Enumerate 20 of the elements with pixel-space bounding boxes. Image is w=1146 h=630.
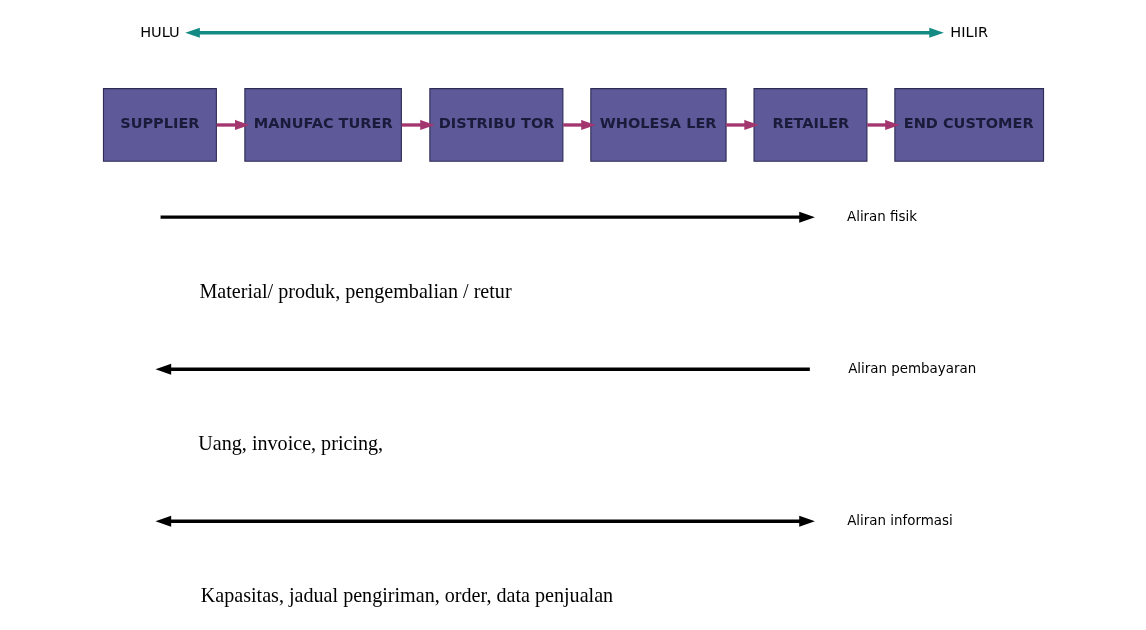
arrow [725, 119, 759, 131]
label: Aliran informasi [846, 512, 953, 528]
arrow [184, 27, 944, 38]
label: Kapasitas, jadual pengiriman, order, data penjualan [200, 584, 613, 607]
label: Aliran pembayaran [847, 360, 976, 376]
label: Uang, invoice, pricing, [197, 432, 383, 455]
node-text: HILIR [949, 23, 988, 40]
arrow [866, 119, 900, 131]
node-box: MANUFAC TURER [243, 88, 402, 162]
node-box: RETAILER [752, 88, 867, 162]
node-text: HULU [139, 23, 180, 40]
arrow [401, 119, 435, 131]
label: Material/ produk, pengembalian / retur [198, 280, 512, 303]
node-box: WHOLESA LER [589, 88, 727, 162]
node-box: END CUSTOMER [893, 88, 1044, 162]
node-box: DISTRIBU TOR [428, 88, 563, 162]
arrow [562, 119, 596, 131]
label: Aliran fisik [846, 208, 917, 224]
arrow [216, 119, 250, 131]
node-box: SUPPLIER [102, 88, 217, 162]
